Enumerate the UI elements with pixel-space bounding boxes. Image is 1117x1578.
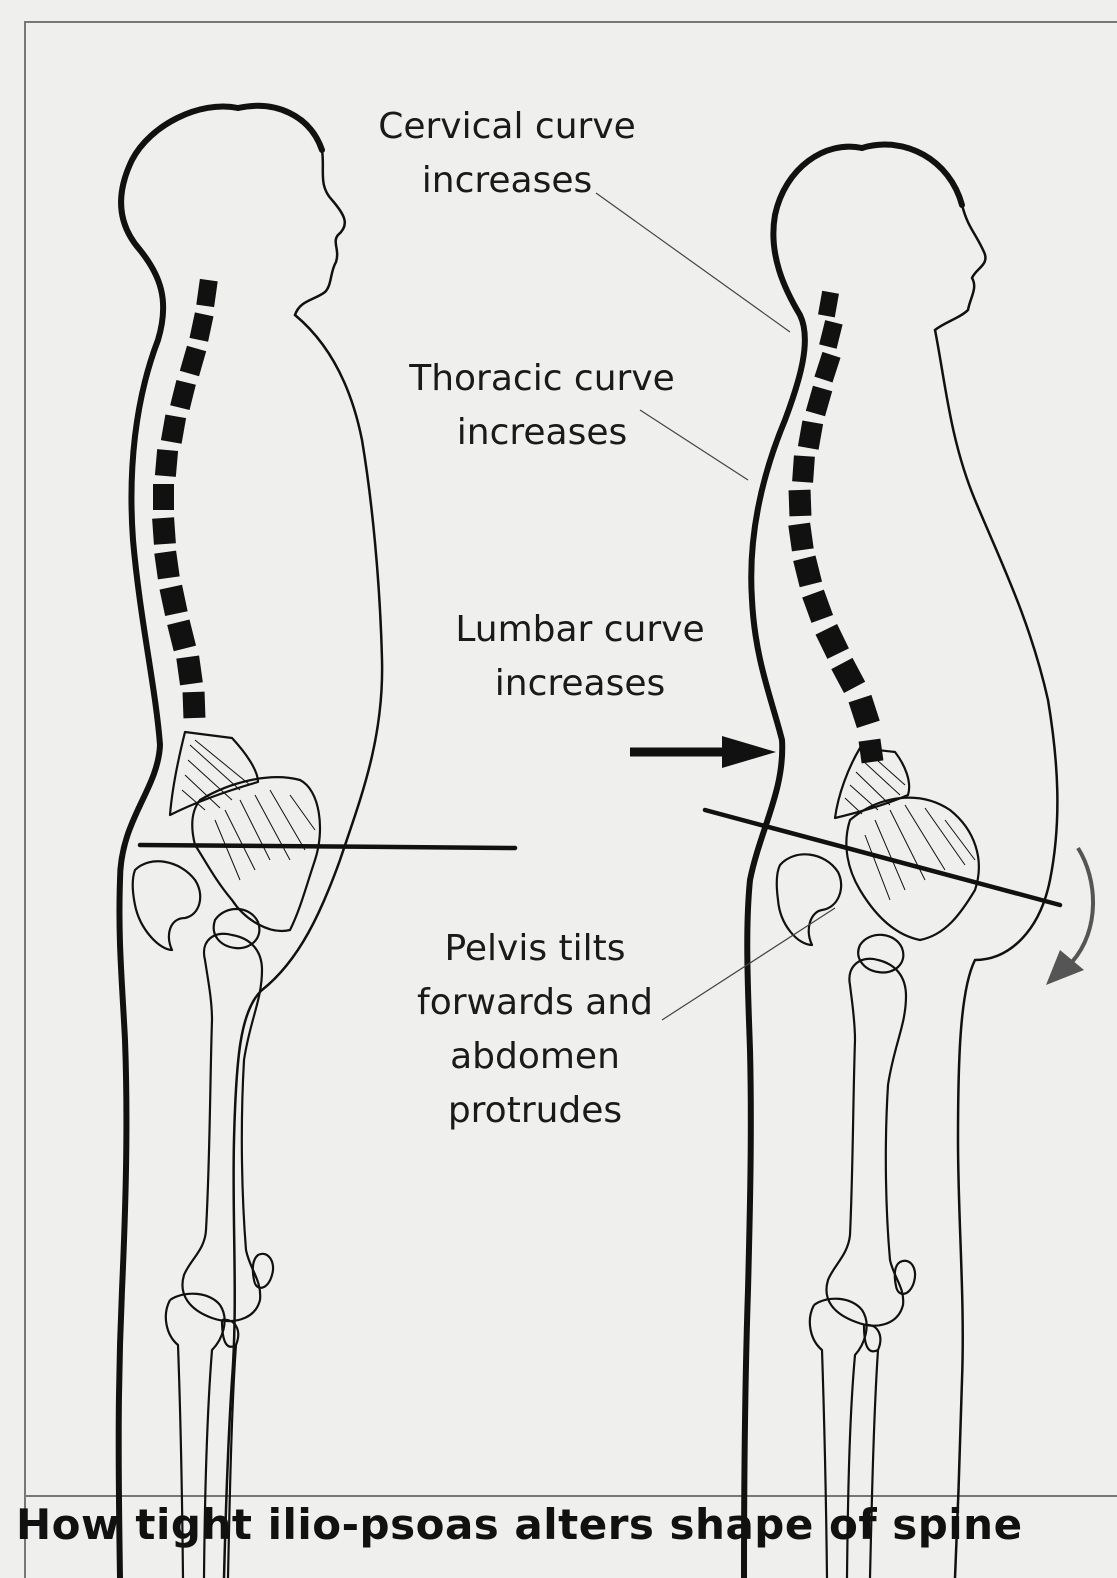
pelvis-label-line-4: protrudes — [380, 1084, 690, 1138]
normal-patella — [253, 1254, 273, 1288]
pelvis-label: Pelvis tilts forwards and abdomen protru… — [380, 922, 690, 1138]
lumbar-label-line-1: Lumbar curve — [425, 603, 735, 657]
lumbar-label-line-2: increases — [425, 657, 735, 711]
cervical-leader — [596, 193, 790, 332]
normal-spine — [152, 279, 218, 719]
altered-head-top — [862, 145, 962, 205]
figure-frame — [25, 22, 1117, 1578]
normal-sacrum-hatch — [182, 740, 250, 810]
pelvis-label-line-1: Pelvis tilts — [380, 922, 690, 976]
pelvis-label-line-2: forwards and — [380, 976, 690, 1030]
cervical-label-line-1: Cervical curve — [352, 100, 662, 154]
altered-patella — [895, 1261, 915, 1294]
altered-posture-figure — [705, 145, 1060, 1578]
altered-ilium — [846, 798, 978, 940]
lumbar-arrow — [630, 736, 776, 768]
thoracic-label-line-1: Thoracic curve — [387, 352, 697, 406]
altered-hip-socket — [858, 935, 903, 973]
normal-skeleton — [133, 732, 320, 1578]
normal-head-top — [238, 106, 322, 150]
thoracic-label: Thoracic curve increases — [387, 352, 697, 460]
altered-front-body — [935, 330, 1057, 1578]
altered-skeleton — [777, 748, 979, 1578]
thoracic-label-line-2: increases — [387, 406, 697, 460]
altered-back-outline — [744, 147, 862, 1578]
cervical-label-line-2: increases — [352, 154, 662, 208]
lumbar-label: Lumbar curve increases — [425, 603, 735, 711]
altered-face — [935, 205, 985, 330]
normal-face — [295, 150, 345, 315]
figure-caption: How tight ilio-psoas alters shape of spi… — [16, 1500, 1023, 1549]
normal-ilium-hatch — [215, 790, 315, 880]
normal-femur — [182, 934, 262, 1321]
normal-hip-socket — [214, 909, 260, 948]
cervical-label: Cervical curve increases — [352, 100, 662, 208]
normal-pubis — [133, 861, 200, 950]
altered-pubis — [777, 854, 841, 945]
pelvis-label-line-3: abdomen — [380, 1030, 690, 1084]
